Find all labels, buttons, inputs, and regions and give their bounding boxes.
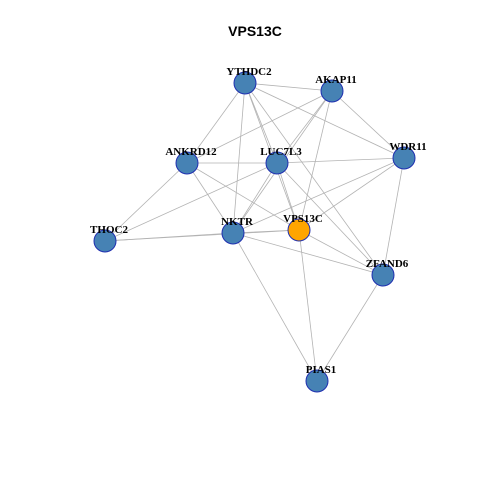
edge-ythdc2-zfand6 — [244, 82, 384, 276]
edge-luc7l3-wdr11 — [276, 157, 405, 164]
edge-luc7l3-nktr — [232, 162, 278, 234]
edge-ythdc2-akap11 — [244, 82, 333, 92]
node-label-thoc2: THOC2 — [90, 224, 128, 236]
edge-akap11-vps13c — [298, 90, 333, 231]
edge-vps13c-zfand6 — [298, 229, 384, 276]
node-label-pias1: PIAS1 — [306, 364, 337, 376]
edge-ankrd12-vps13c — [186, 162, 300, 231]
edge-luc7l3-zfand6 — [276, 162, 384, 276]
node-label-ythdc2: YTHDC2 — [226, 66, 272, 78]
node-circle-vps13c — [287, 218, 311, 242]
node-label-akap11: AKAP11 — [315, 74, 357, 86]
node-circle-akap11 — [320, 79, 344, 103]
edge-wdr11-vps13c — [298, 157, 405, 231]
edge-vps13c-pias1 — [298, 229, 318, 382]
node-pias1: PIAS1 — [305, 364, 337, 393]
node-wdr11: WDR11 — [389, 141, 427, 170]
edge-ankrd12-nktr — [186, 162, 234, 234]
graph-title: VPS13C — [228, 23, 282, 39]
edge-luc7l3-thoc2 — [104, 162, 278, 242]
node-zfand6: ZFAND6 — [366, 258, 409, 287]
node-label-nktr: NKTR — [221, 216, 254, 228]
node-circle-thoc2 — [93, 229, 117, 253]
node-ythdc2: YTHDC2 — [226, 66, 272, 95]
edge-ythdc2-nktr — [232, 82, 246, 234]
node-label-wdr11: WDR11 — [389, 141, 426, 153]
node-circle-ankrd12 — [175, 151, 199, 175]
node-circle-nktr — [221, 221, 245, 245]
node-label-vps13c: VPS13C — [283, 213, 323, 225]
edge-wdr11-zfand6 — [382, 157, 405, 276]
edges-layer — [104, 82, 405, 382]
edge-ankrd12-thoc2 — [104, 162, 188, 242]
edge-nktr-zfand6 — [232, 232, 384, 276]
node-thoc2: THOC2 — [90, 224, 128, 253]
node-nktr: NKTR — [221, 216, 254, 245]
node-ankrd12: ANKRD12 — [165, 146, 217, 175]
edge-akap11-wdr11 — [331, 90, 405, 159]
edge-ythdc2-luc7l3 — [244, 82, 278, 164]
edge-akap11-ankrd12 — [186, 90, 333, 164]
node-circle-zfand6 — [371, 263, 395, 287]
node-vps13c: VPS13C — [283, 213, 323, 242]
edge-wdr11-nktr — [232, 157, 405, 234]
edge-akap11-luc7l3 — [276, 90, 333, 164]
edge-ythdc2-ankrd12 — [186, 82, 246, 164]
node-akap11: AKAP11 — [315, 74, 357, 103]
node-label-zfand6: ZFAND6 — [366, 258, 409, 270]
edge-luc7l3-vps13c — [276, 162, 300, 231]
edge-ythdc2-wdr11 — [244, 82, 405, 159]
node-label-ankrd12: ANKRD12 — [165, 146, 217, 158]
node-circle-luc7l3 — [265, 151, 289, 175]
node-circle-ythdc2 — [233, 71, 257, 95]
edge-zfand6-pias1 — [316, 274, 384, 382]
node-circle-pias1 — [305, 369, 329, 393]
node-label-luc7l3: LUC7L3 — [260, 146, 302, 158]
edge-nktr-pias1 — [232, 232, 318, 382]
node-luc7l3: LUC7L3 — [260, 146, 302, 175]
node-circle-wdr11 — [392, 146, 416, 170]
